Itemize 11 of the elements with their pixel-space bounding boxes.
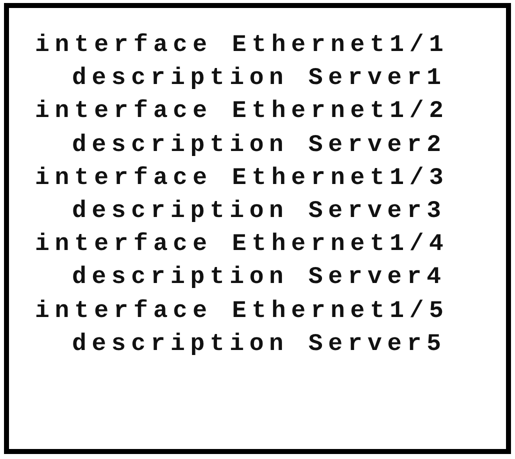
code-listing-box [4,3,511,454]
code-line: interface Ethernet1/3 [35,164,449,193]
code-line: interface Ethernet1/2 [35,98,449,126]
code-line: description Server1 [72,65,446,94]
code-line: description Server4 [72,264,446,292]
code-line: interface Ethernet1/4 [35,231,449,260]
code-line: description Server5 [72,330,446,359]
code-line: interface Ethernet1/5 [35,298,449,326]
code-line: description Server2 [72,132,446,160]
code-line: interface Ethernet1/1 [35,32,449,60]
code-line: description Server3 [72,198,446,226]
